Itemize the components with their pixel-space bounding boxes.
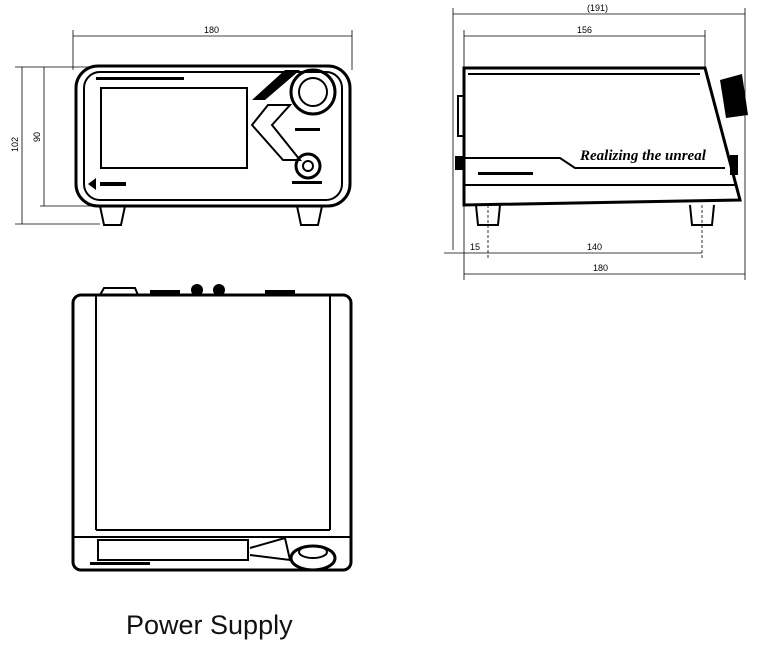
outer-height-dimension: 102: [10, 137, 20, 152]
side-view: (191) 156 Realizing the unreal 15 140 18…: [444, 3, 748, 280]
diagram-caption: Power Supply: [126, 610, 293, 640]
top-length-dimension: 156: [577, 25, 592, 35]
power-button: [294, 152, 322, 180]
feet-spacing-dimension: 140: [587, 242, 602, 252]
inner-height-dimension: 90: [32, 132, 42, 142]
bottom-length-dimension: 180: [593, 263, 608, 273]
slogan-logo: Realizing the unreal: [579, 148, 707, 164]
front-housing: [74, 64, 352, 208]
display-screen: [100, 87, 248, 169]
side-connector: [720, 74, 748, 118]
connector-socket: [289, 68, 337, 116]
offset-dimension: 15: [470, 242, 480, 252]
top-housing: [71, 293, 353, 572]
logo-icon: [88, 178, 96, 190]
width-dimension: 180: [204, 25, 219, 35]
side-housing: [462, 66, 742, 207]
front-view: 180 102 90: [10, 25, 353, 226]
top-view: [71, 284, 353, 572]
overall-length-dimension: (191): [587, 3, 608, 13]
